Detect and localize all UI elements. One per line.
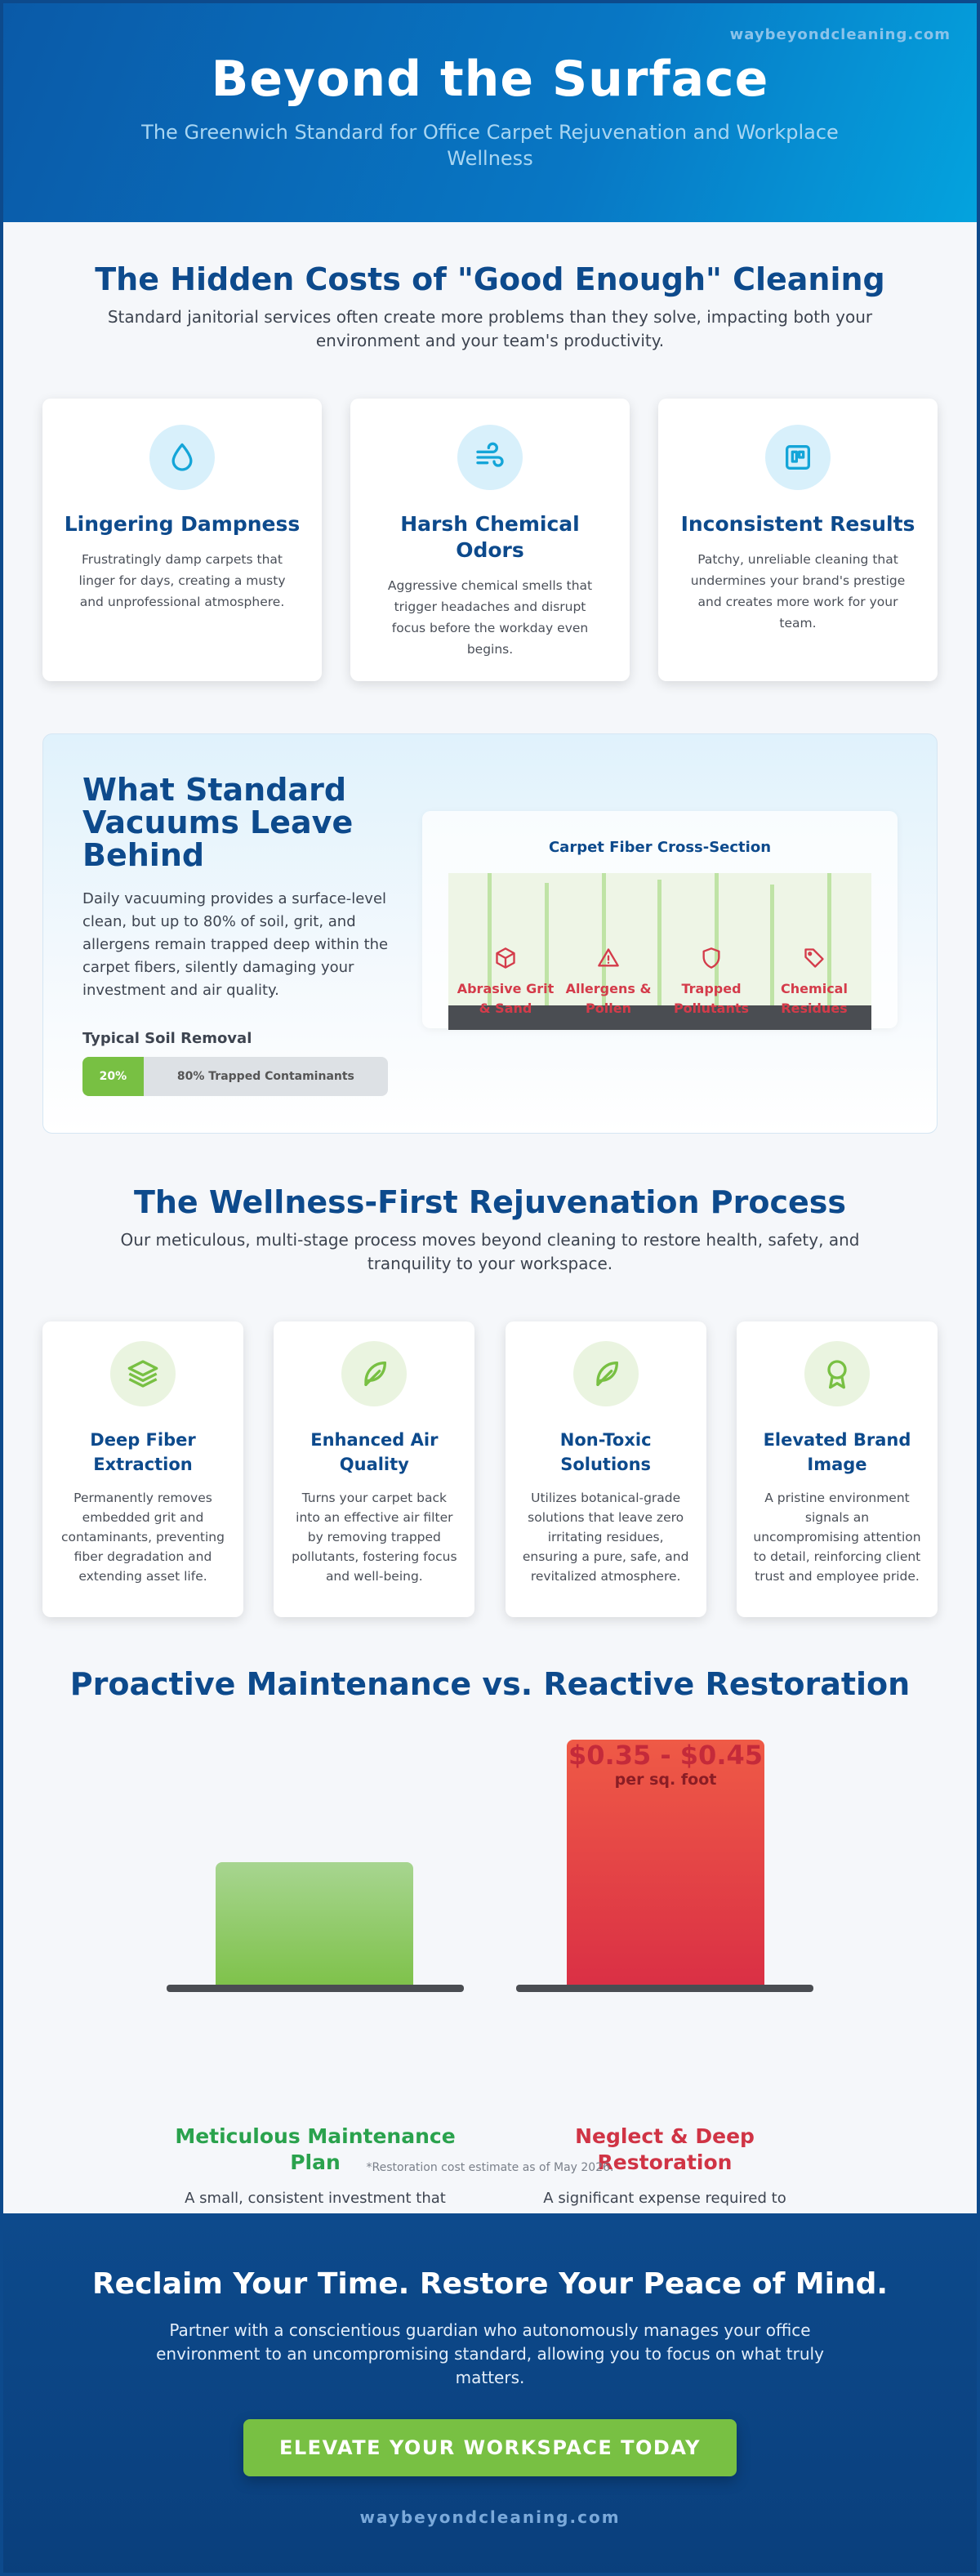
cta-text: Partner with a conscientious guardian wh… [156, 2320, 824, 2387]
contaminant-label: Chemical Residues [781, 981, 848, 1016]
contaminant-pollutants: Trapped Pollutants [662, 947, 760, 1018]
fiber-strand [827, 873, 831, 1030]
restoration-price: $0.35 - $0.45 [568, 1740, 763, 1771]
cost-card-inconsistent: Inconsistent Results Patchy, unreliable … [658, 399, 938, 681]
hidden-costs-section: The Hidden Costs of "Good Enough" Cleani… [3, 222, 977, 681]
page-title: Beyond the Surface [211, 51, 769, 108]
cost-card-text: Frustratingly damp carpets that linger f… [78, 552, 286, 609]
layers-icon [110, 1341, 176, 1406]
carpet-backing [448, 1005, 871, 1030]
vacuum-description: Daily vacuuming provides a surface-level… [82, 890, 389, 999]
wind-icon [457, 425, 523, 490]
maintenance-bar-base [167, 1985, 464, 1992]
cost-card-text: Patchy, unreliable cleaning that undermi… [690, 552, 906, 631]
cta-title: Reclaim Your Time. Restore Your Peace of… [91, 2267, 889, 2301]
contaminant-label: Abrasive Grit & Sand [457, 981, 555, 1016]
process-card-text: Turns your carpet back into an effective… [292, 1491, 457, 1584]
contaminant-label: Trapped Pollutants [673, 981, 750, 1016]
kanban-icon [765, 425, 831, 490]
restoration-cost-bar: $0.35 - $0.45 per sq. foot [567, 1740, 764, 1985]
soil-trapped-remainder: 80% Trapped Contaminants [176, 1070, 354, 1083]
vacuum-title: What Standard Vacuums Leave Behind [82, 772, 354, 873]
feather-icon [341, 1341, 408, 1406]
cost-card-dampness: Lingering Dampness Frustratingly damp ca… [42, 399, 322, 681]
soil-removed-fill: 20% [82, 1057, 144, 1096]
elevate-workspace-button[interactable]: ELEVATE YOUR WORKSPACE TODAY [243, 2419, 737, 2476]
cost-card-odors: Harsh Chemical Odors Aggressive chemical… [350, 399, 630, 681]
footer-domain-link[interactable]: waybeyondcleaning.com [359, 2507, 621, 2527]
process-card-text: Permanently removes embedded grit and co… [61, 1491, 225, 1584]
fiber-strand [770, 885, 774, 1030]
fiber-diagram-panel: Carpet Fiber Cross-Section Abrasive Grit… [422, 811, 898, 1030]
maintenance-title: Meticulous Maintenance Plan [175, 2124, 456, 2174]
award-icon [804, 1341, 870, 1406]
fiber-strand [545, 883, 549, 1030]
header-domain-link[interactable]: waybeyondcleaning.com [729, 26, 951, 43]
fiber-strand [602, 873, 606, 1030]
comparison-title: Proactive Maintenance vs. Reactive Resto… [69, 1666, 911, 1702]
contaminant-grit: Abrasive Grit & Sand [457, 947, 555, 1018]
fiber-strand [657, 880, 662, 1030]
fiber-cross-section: Abrasive Grit & Sand Allergens & Pollen … [448, 873, 871, 1030]
vacuum-section: What Standard Vacuums Leave Behind Daily… [42, 733, 938, 1134]
cost-card-title: Harsh Chemical Odors [400, 512, 580, 562]
process-card-brand-image: Elevated Brand Image A pristine environm… [736, 1321, 938, 1617]
cost-card-text: Aggressive chemical smells that trigger … [387, 578, 593, 657]
process-subtitle: Our meticulous, multi-stage process move… [120, 1230, 860, 1273]
cta-footer: Reclaim Your Time. Restore Your Peace of… [3, 2213, 977, 2573]
cost-card-title: Inconsistent Results [680, 512, 915, 536]
contaminant-label: Allergens & Pollen [565, 981, 652, 1016]
comparison-section: Proactive Maintenance vs. Reactive Resto… [3, 1617, 977, 2275]
process-card-extraction: Deep Fiber Extraction Permanently remove… [42, 1321, 243, 1617]
feather-icon [572, 1341, 639, 1406]
hidden-costs-cards: Lingering Dampness Frustratingly damp ca… [3, 399, 977, 681]
process-card-text: A pristine environment signals an uncomp… [753, 1491, 921, 1584]
droplet-icon [149, 425, 215, 490]
hidden-costs-title: The Hidden Costs of "Good Enough" Cleani… [95, 261, 885, 297]
fiber-strand [488, 873, 492, 1030]
soil-removal-bar: 20% 80% Trapped Contaminants [82, 1057, 388, 1096]
process-card-title: Non-Toxic Solutions [559, 1430, 652, 1474]
hero-header: waybeyondcleaning.com Beyond the Surface… [3, 3, 977, 222]
process-card-non-toxic: Non-Toxic Solutions Utilizes botanical-g… [505, 1321, 706, 1617]
process-card-text: Utilizes botanical-grade solutions that … [522, 1491, 689, 1584]
process-section: The Wellness-First Rejuvenation Process … [3, 1134, 977, 1617]
process-card-title: Enhanced Air Quality [310, 1430, 439, 1474]
restoration-footnote: *Restoration cost estimate as of May 202… [366, 2161, 614, 2174]
maintenance-cost-bar [216, 1862, 413, 1985]
cube-icon [496, 947, 515, 969]
hidden-costs-subtitle: Standard janitorial services often creat… [107, 307, 873, 350]
restoration-price-unit: per sq. foot [614, 1771, 717, 1789]
shield-icon [702, 947, 720, 969]
process-card-title: Elevated Brand Image [763, 1430, 911, 1474]
cost-card-title: Lingering Dampness [64, 512, 301, 536]
process-cards: Deep Fiber Extraction Permanently remove… [3, 1321, 977, 1617]
process-title: The Wellness-First Rejuvenation Process [133, 1184, 847, 1220]
contaminant-residues: Chemical Residues [765, 947, 863, 1018]
process-card-air-quality: Enhanced Air Quality Turns your carpet b… [274, 1321, 475, 1617]
fiber-diagram-title: Carpet Fiber Cross-Section [548, 839, 772, 856]
contaminant-allergens: Allergens & Pollen [559, 947, 657, 1018]
soil-removal-label: Typical Soil Removal [82, 1030, 252, 1047]
page-subtitle: The Greenwich Standard for Office Carpet… [141, 121, 839, 170]
tag-icon [804, 948, 824, 968]
restoration-title: Neglect & Deep Restoration [575, 2124, 755, 2174]
restoration-bar-base [516, 1985, 813, 1992]
warning-icon [598, 948, 619, 967]
process-card-title: Deep Fiber Extraction [90, 1430, 196, 1474]
cost-comparison-graphic: $0.35 - $0.45 per sq. foot Meticulous Ma… [3, 1740, 977, 2275]
vacuum-text-column: What Standard Vacuums Leave Behind Daily… [82, 773, 393, 1096]
